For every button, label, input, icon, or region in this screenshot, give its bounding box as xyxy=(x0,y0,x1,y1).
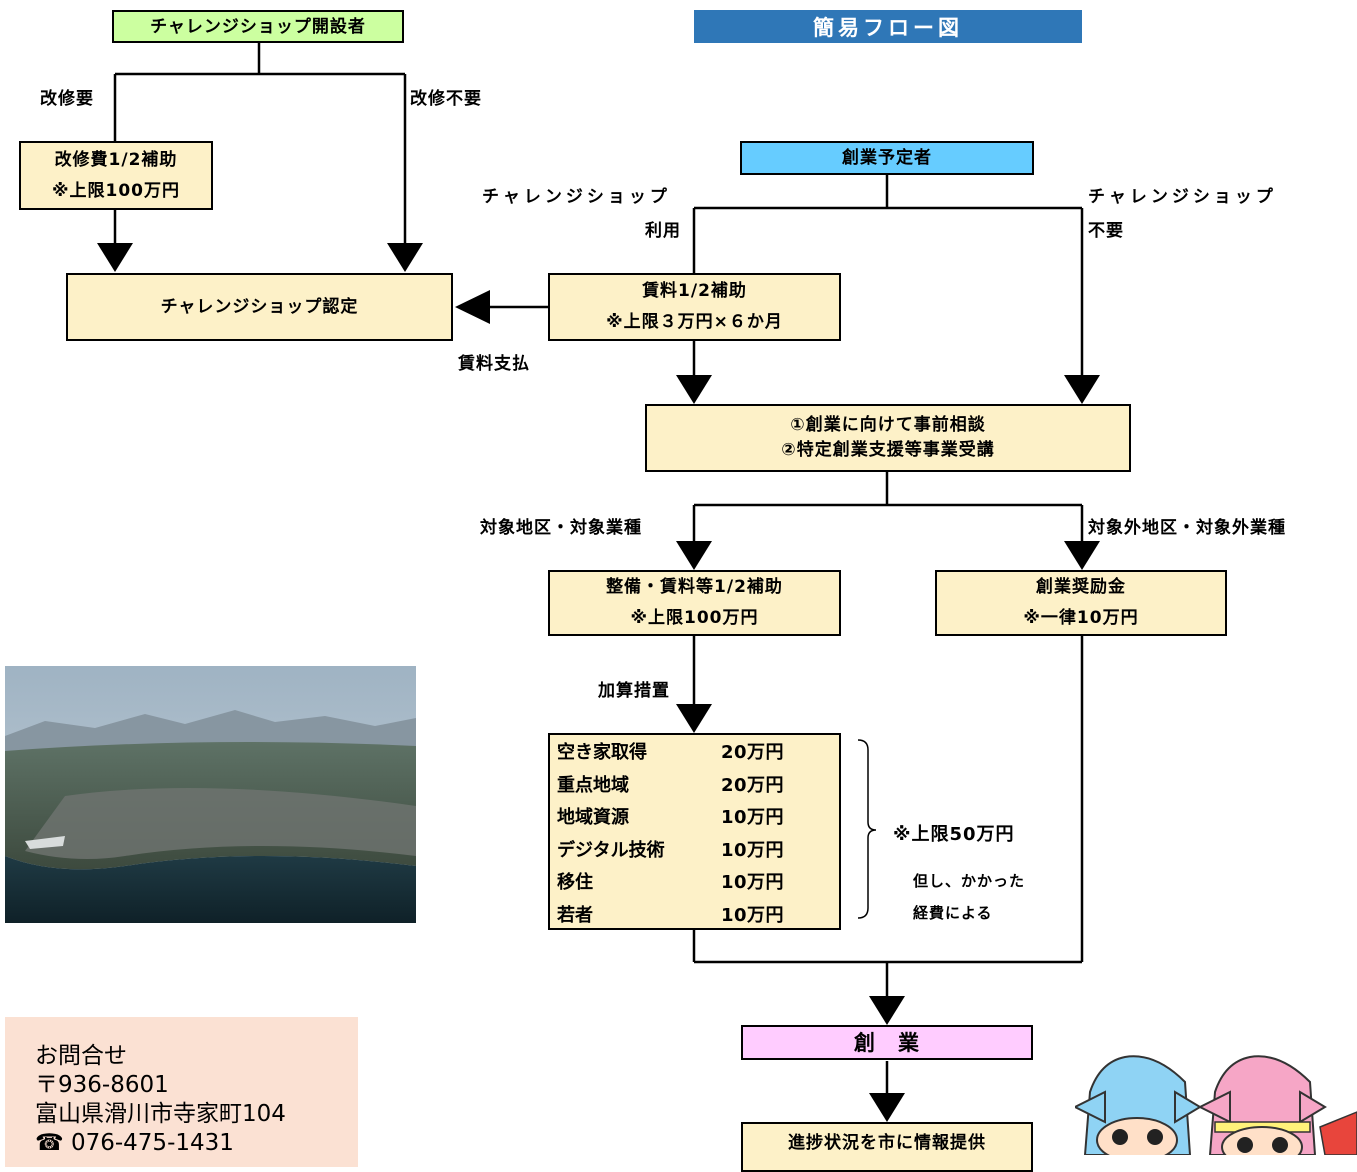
incentive-line1: 創業奨励金 xyxy=(1036,577,1126,597)
bonus-name: 地域資源 xyxy=(557,807,629,829)
branch-non-target: 対象外地区・対象外業種 xyxy=(1088,518,1286,538)
contact-heading: お問合せ xyxy=(35,1043,127,1069)
incentive-line2: ※一律10万円 xyxy=(1023,608,1139,628)
bonus-cap-label: ※上限50万円 xyxy=(893,824,1015,845)
bonus-note-line1: 但し、かかった xyxy=(913,872,1026,890)
mascot-characters-illustration xyxy=(1075,1052,1357,1155)
branch-use-line2: 利用 xyxy=(645,221,681,241)
bonus-name: 移住 xyxy=(557,872,593,894)
consultation-box: ①創業に向けて事前相談 ②特定創業支援等事業受講 xyxy=(645,404,1131,472)
branch-renovation-not-needed: 改修不要 xyxy=(410,89,482,109)
contact-phone: 076-475-1431 xyxy=(70,1130,234,1156)
renovation-subsidy-line1: 改修費1/2補助 xyxy=(54,149,178,170)
report-label: 進捗状況を市に情報提供 xyxy=(788,1133,986,1153)
challenge-shop-opener-box: チャレンジショップ開設者 xyxy=(112,10,404,43)
contact-address: 富山県滑川市寺家町104 xyxy=(35,1101,286,1127)
founding-incentive-box: 創業奨励金 ※一律10万円 xyxy=(935,570,1227,636)
table-row: デジタル技術 10万円 xyxy=(550,833,839,866)
setup-subsidy-box: 整備・賃料等1/2補助 ※上限100万円 xyxy=(548,570,841,636)
bonus-amount: 10万円 xyxy=(721,904,785,926)
bonus-note-line2: 経費による xyxy=(913,904,993,922)
branch-target: 対象地区・対象業種 xyxy=(480,518,642,538)
bonus-name: 重点地域 xyxy=(557,774,629,796)
contact-phone-row: ☎ 076-475-1431 xyxy=(35,1129,358,1158)
telephone-icon: ☎ xyxy=(35,1130,64,1156)
bonus-name: 空き家取得 xyxy=(557,742,647,764)
renovation-subsidy-box: 改修費1/2補助 ※上限100万円 xyxy=(19,141,213,210)
rent-subsidy-line1: 賃料1/2補助 xyxy=(642,281,747,301)
founding-box: 創 業 xyxy=(741,1025,1033,1060)
prospective-founder-box: 創業予定者 xyxy=(740,141,1034,175)
contact-panel: お問合せ 〒936-8601 富山県滑川市寺家町104 ☎ 076-475-14… xyxy=(5,1017,358,1167)
rent-payment-label: 賃料支払 xyxy=(458,354,530,374)
start-label: 創業予定者 xyxy=(842,148,932,168)
bonus-amount: 10万円 xyxy=(721,839,785,861)
branch-not-needed-line2: 不要 xyxy=(1088,221,1124,241)
setup-subsidy-line2: ※上限100万円 xyxy=(630,608,759,628)
branch-not-needed-line1: チャレンジショップ xyxy=(1088,187,1277,207)
consult-line2: ②特定創業支援等事業受講 xyxy=(781,440,995,460)
page-title: 簡易フロー図 xyxy=(694,10,1082,43)
founding-label: 創 業 xyxy=(854,1030,920,1055)
table-row: 空き家取得 20万円 xyxy=(550,735,839,768)
contact-postal: 〒936-8601 xyxy=(35,1072,169,1098)
bonus-name: デジタル技術 xyxy=(557,839,665,861)
bonus-amount: 10万円 xyxy=(721,872,785,894)
opener-label: チャレンジショップ開設者 xyxy=(150,16,366,37)
renovation-subsidy-line2: ※上限100万円 xyxy=(51,180,180,201)
bonus-amount: 20万円 xyxy=(721,774,785,796)
rent-subsidy-box: 賃料1/2補助 ※上限３万円×６か月 xyxy=(548,273,841,341)
bonus-name: 若者 xyxy=(557,904,593,926)
consult-line1: ①創業に向けて事前相談 xyxy=(790,415,986,435)
setup-subsidy-line1: 整備・賃料等1/2補助 xyxy=(606,577,783,597)
additional-measures-label: 加算措置 xyxy=(598,681,670,701)
table-row: 移住 10万円 xyxy=(550,865,839,898)
bonus-amount: 10万円 xyxy=(721,807,785,829)
table-row: 重点地域 20万円 xyxy=(550,768,839,801)
progress-report-box: 進捗状況を市に情報提供 xyxy=(741,1122,1033,1172)
bonus-amount: 20万円 xyxy=(721,742,785,764)
aerial-city-photo xyxy=(5,666,416,923)
challenge-shop-certification-box: チャレンジショップ認定 xyxy=(66,273,453,341)
branch-use-line1: チャレンジショップ xyxy=(482,187,671,207)
branch-renovation-needed: 改修要 xyxy=(40,89,94,109)
bonus-table: 空き家取得 20万円 重点地域 20万円 地域資源 10万円 デジタル技術 10… xyxy=(548,733,841,930)
rent-subsidy-line2: ※上限３万円×６か月 xyxy=(606,312,783,332)
table-row: 地域資源 10万円 xyxy=(550,800,839,833)
table-row: 若者 10万円 xyxy=(550,898,839,931)
certification-label: チャレンジショップ認定 xyxy=(160,296,359,317)
